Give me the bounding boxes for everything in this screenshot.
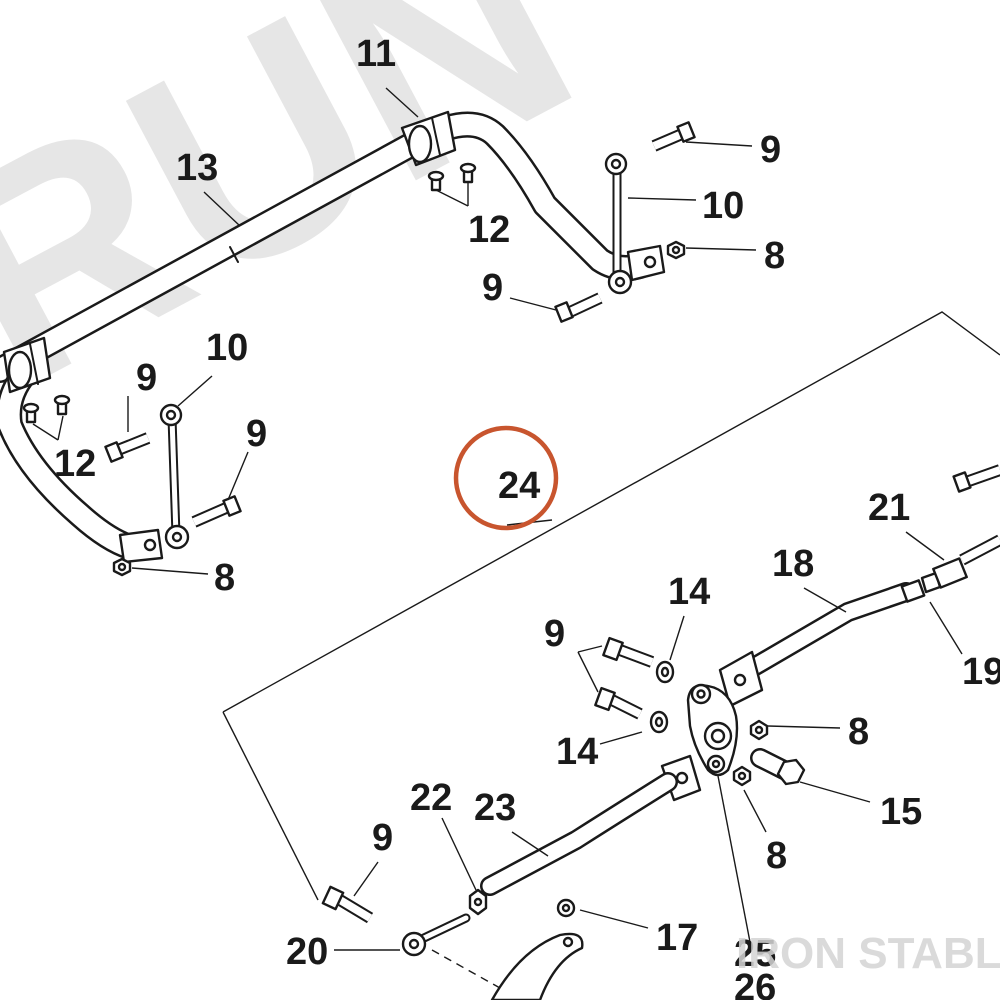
bushing-screws-left xyxy=(22,394,71,424)
callout-8: 8 xyxy=(764,235,785,277)
nuts-upper xyxy=(112,240,686,577)
kit-24-frame xyxy=(222,311,1000,713)
washers-14 xyxy=(649,660,675,734)
lower-arm-bracket xyxy=(490,932,584,1000)
bolts-upper xyxy=(104,121,696,528)
watermark-text: RUN xyxy=(0,0,619,450)
brand-watermark: IRON STABLE xyxy=(736,929,1000,978)
link-rod-18 xyxy=(742,464,1000,678)
callout-20: 20 xyxy=(286,931,328,973)
callout-12: 12 xyxy=(54,443,96,485)
callout-14: 14 xyxy=(668,571,710,613)
callout-9: 9 xyxy=(482,267,503,309)
callout-18: 18 xyxy=(772,543,814,585)
background-watermark: RUN xyxy=(0,0,619,450)
callout-10: 10 xyxy=(702,185,744,227)
callout-24: 24 xyxy=(498,465,540,507)
callout-9: 9 xyxy=(136,357,157,399)
callout-9: 9 xyxy=(372,817,393,859)
bolts-kit xyxy=(321,636,655,924)
callout-14: 14 xyxy=(556,731,598,773)
callout-12: 12 xyxy=(468,209,510,251)
callout-15: 15 xyxy=(880,791,922,833)
callout-21: 21 xyxy=(868,487,910,529)
rod-end-20 xyxy=(401,913,501,989)
callout-9: 9 xyxy=(246,413,267,455)
callout-8: 8 xyxy=(848,711,869,753)
callout-22: 22 xyxy=(410,777,452,819)
callout-leaders xyxy=(32,87,963,951)
jam-nut-22 xyxy=(468,888,488,916)
bar-end-bracket-right xyxy=(626,244,666,282)
callout-8: 8 xyxy=(214,557,235,599)
callout-25: 25 xyxy=(734,933,776,975)
callout-19: 19 xyxy=(962,651,1000,693)
callout-17: 17 xyxy=(656,917,698,959)
highlight-circle xyxy=(453,425,559,531)
nuts-kit xyxy=(732,719,769,787)
end-link-right xyxy=(604,152,633,295)
bar-bushing-right xyxy=(400,110,457,167)
link-rod-23 xyxy=(480,772,678,896)
washer-17 xyxy=(556,898,576,918)
upper-clevis-bracket xyxy=(718,650,764,708)
pivot-rocker-25 xyxy=(686,683,739,777)
bar-end-bracket-left xyxy=(118,528,164,564)
callout-26: 26 xyxy=(734,967,776,1000)
callout-8: 8 xyxy=(766,835,787,877)
bar-bushing-left xyxy=(2,336,52,394)
callout-13: 13 xyxy=(176,147,218,189)
callout-9: 9 xyxy=(760,129,781,171)
callout-9: 9 xyxy=(544,613,565,655)
callout-11: 11 xyxy=(356,33,396,75)
callout-23: 23 xyxy=(474,787,516,829)
callout-10: 10 xyxy=(206,327,248,369)
callout-numbers: 11 13 9 10 12 8 9 10 9 9 12 8 24 21 18 1… xyxy=(54,33,1000,1000)
end-link-left xyxy=(159,403,190,550)
pivot-bolt-15 xyxy=(750,748,806,786)
